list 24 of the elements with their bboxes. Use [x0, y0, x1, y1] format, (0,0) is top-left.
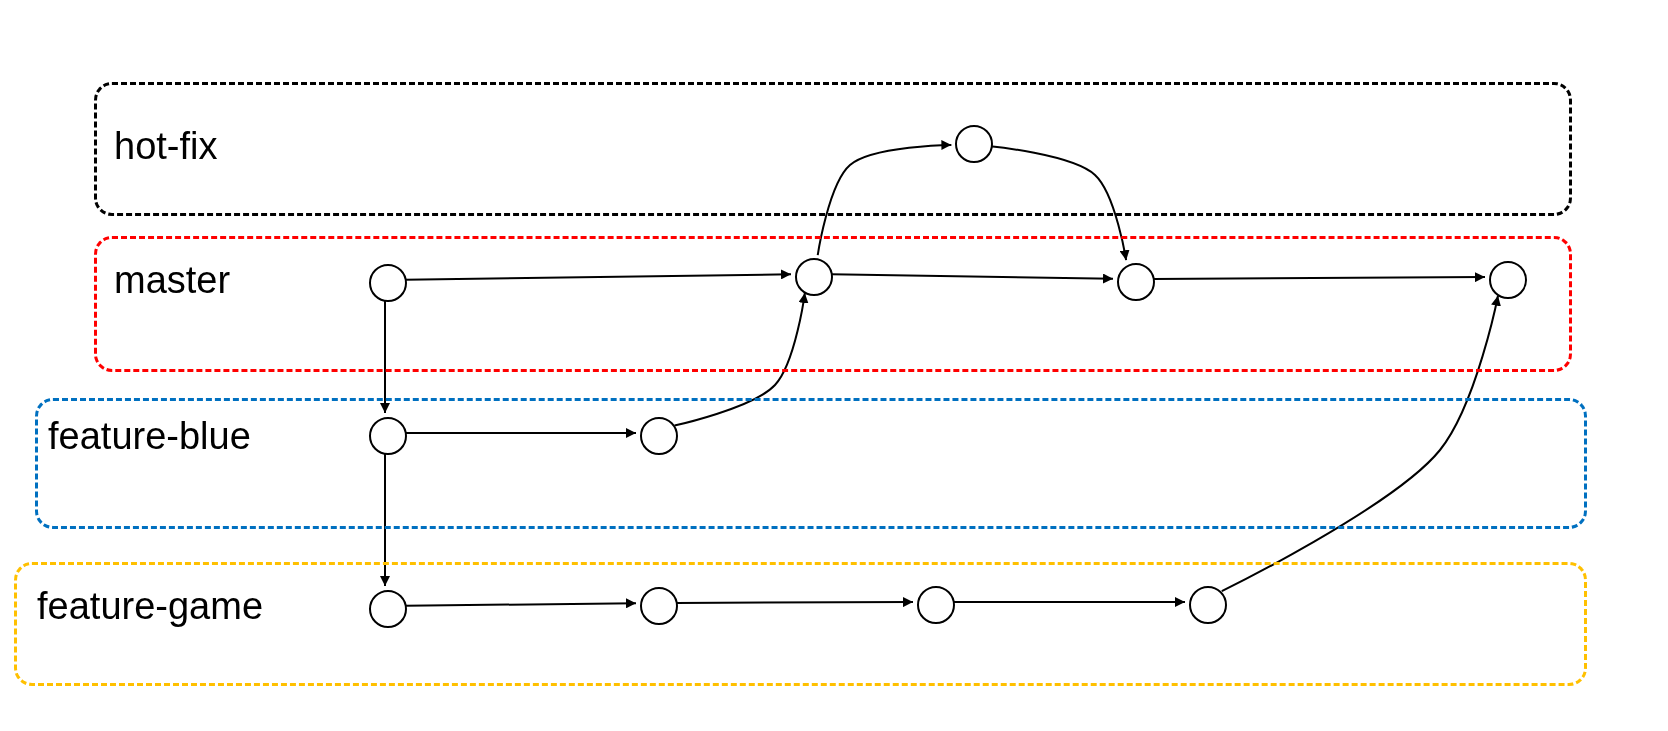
commit-circle	[955, 125, 993, 163]
commit-circle	[795, 258, 833, 296]
arrow	[673, 292, 809, 427]
commit-circle	[369, 264, 407, 302]
branch-lane	[14, 562, 1587, 686]
arrow	[816, 140, 953, 257]
commit-circle	[369, 590, 407, 628]
commit-circle	[1189, 586, 1227, 624]
arrow	[1220, 294, 1501, 593]
commit-circle	[1489, 261, 1527, 299]
commit-circle	[369, 417, 407, 455]
branch-lane	[94, 236, 1572, 372]
commit-circle	[640, 417, 678, 455]
arrow	[380, 452, 390, 587]
commit-circle	[640, 587, 678, 625]
commit-circle	[917, 586, 955, 624]
branch-lane	[35, 398, 1587, 529]
branch-label: feature-game	[37, 584, 263, 628]
branch-label: hot-fix	[114, 124, 218, 168]
arrow	[380, 299, 390, 414]
commit-circle	[1117, 263, 1155, 301]
branch-lane	[94, 82, 1572, 216]
branch-label: feature-blue	[48, 414, 251, 458]
branch-label: master	[114, 258, 231, 302]
